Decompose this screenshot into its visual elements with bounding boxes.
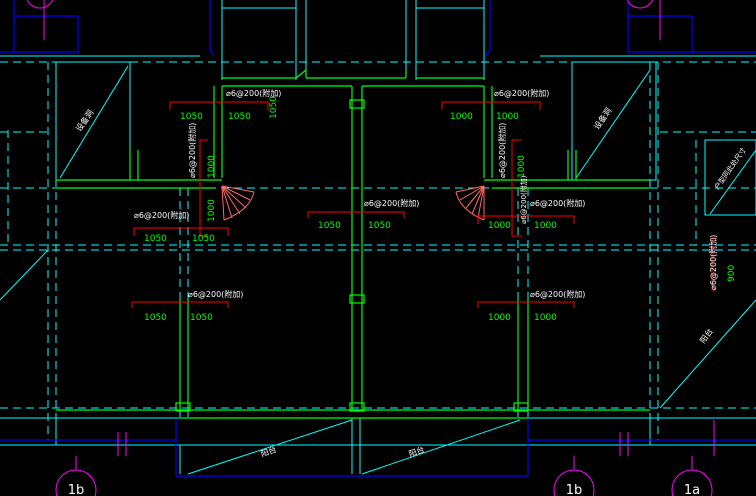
axis-bubble-1a	[671, 469, 713, 496]
rebar-lines	[131, 101, 716, 308]
dim-text: 1000	[534, 313, 557, 323]
axis-labels: 1b 1b 1a	[68, 483, 700, 496]
dim-text: 1050	[269, 96, 279, 119]
dim-text: 1000	[534, 221, 557, 231]
dim-text: 1000	[517, 155, 527, 178]
dim-text: 1050	[368, 221, 391, 231]
dim-text: 1050	[180, 112, 203, 122]
axis-label-1a: 1a	[684, 483, 700, 496]
structure-walls	[56, 69, 650, 419]
dim-text: 1050	[144, 313, 167, 323]
boundary-lines-blue	[0, 0, 756, 477]
dim-text: 1000	[450, 112, 473, 122]
dim-text: 1050	[190, 313, 213, 323]
rebar-label: ⌀6@200(附加)	[708, 235, 718, 290]
door-swing-right	[455, 185, 485, 221]
axis-label-1b-left: 1b	[68, 483, 85, 496]
rebar-label: ⌀6@200(附加)	[364, 198, 419, 208]
rebar-annotations: ⌀6@200(附加) ⌀6@200(附加) ⌀6@200(附加) ⌀6@200(…	[134, 88, 718, 299]
axis-bubble-1b-right	[553, 469, 595, 496]
dim-text: 1000	[496, 112, 519, 122]
axis-label-1b-right: 1b	[566, 483, 583, 496]
dim-text: 1050	[318, 221, 341, 231]
rebar-label: ⌀6@200(附加)	[519, 175, 528, 224]
axis-bubble-1b-left	[55, 469, 97, 496]
rebar-label: ⌀6@200(附加)	[494, 88, 549, 98]
rebar-label: ⌀6@200(附加)	[530, 198, 585, 208]
dimension-texts: 1050 1050 1050 1000 1000 1000 1000 1050 …	[144, 96, 737, 323]
boundary-lines-cyan	[0, 0, 756, 475]
dim-text: 1000	[488, 221, 511, 231]
rebar-label: ⌀6@200(附加)	[134, 210, 189, 220]
dim-text: 1050	[192, 234, 215, 244]
dim-text: 1050	[228, 112, 251, 122]
dim-text: 1000	[488, 313, 511, 323]
axis-markers	[26, 0, 715, 496]
rebar-label: ⌀6@200(附加)	[497, 123, 507, 178]
door-swing-left	[221, 185, 255, 221]
rebar-label: ⌀6@200(附加)	[226, 88, 281, 98]
dim-text: 1050	[144, 234, 167, 244]
dim-text: 1000	[207, 199, 217, 222]
rebar-label: ⌀6@200(附加)	[188, 289, 243, 299]
dim-text: 1000	[207, 155, 217, 178]
rebar-label: ⌀6@200(附加)	[530, 289, 585, 299]
rebar-label: ⌀6@200(附加)	[187, 123, 197, 178]
dim-text: 900	[727, 265, 737, 282]
